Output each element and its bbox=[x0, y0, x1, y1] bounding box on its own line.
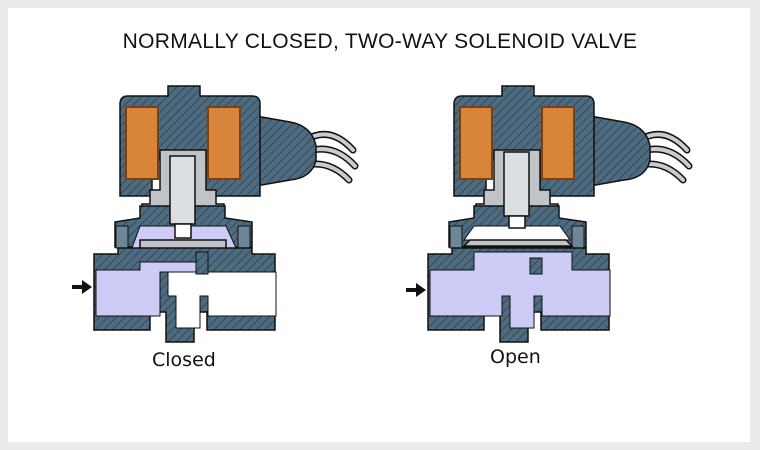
pressure-chamber bbox=[463, 225, 571, 241]
coil-winding-right bbox=[541, 106, 575, 180]
plunger bbox=[503, 151, 530, 217]
coil-winding-left bbox=[459, 106, 493, 180]
valve-closed bbox=[72, 85, 359, 343]
diaphragm bbox=[462, 239, 574, 247]
plunger bbox=[169, 155, 196, 225]
plunger-tip bbox=[508, 215, 526, 229]
caption-open: Open bbox=[490, 346, 541, 368]
diagram-title: NORMALLY CLOSED, TWO-WAY SOLENOID VALVE bbox=[122, 30, 638, 53]
plunger-tip bbox=[174, 223, 192, 239]
outlet-channel bbox=[167, 261, 277, 329]
flow-direction-arrow-icon bbox=[406, 283, 426, 297]
coil-winding-right bbox=[207, 106, 241, 180]
caption-closed: Closed bbox=[152, 349, 216, 371]
valve-seat bbox=[529, 257, 543, 275]
coil-winding-left bbox=[125, 106, 159, 180]
cable-gland bbox=[255, 115, 317, 187]
bolt-right bbox=[571, 225, 585, 249]
valve-seat bbox=[195, 251, 209, 275]
flow-direction-arrow-icon bbox=[72, 280, 92, 294]
bolt-left bbox=[115, 225, 129, 249]
bolt-right bbox=[237, 225, 251, 249]
valve-open bbox=[406, 85, 693, 343]
flowing-fluid bbox=[429, 251, 611, 329]
bolt-left bbox=[449, 225, 463, 249]
cable-gland bbox=[589, 115, 651, 187]
